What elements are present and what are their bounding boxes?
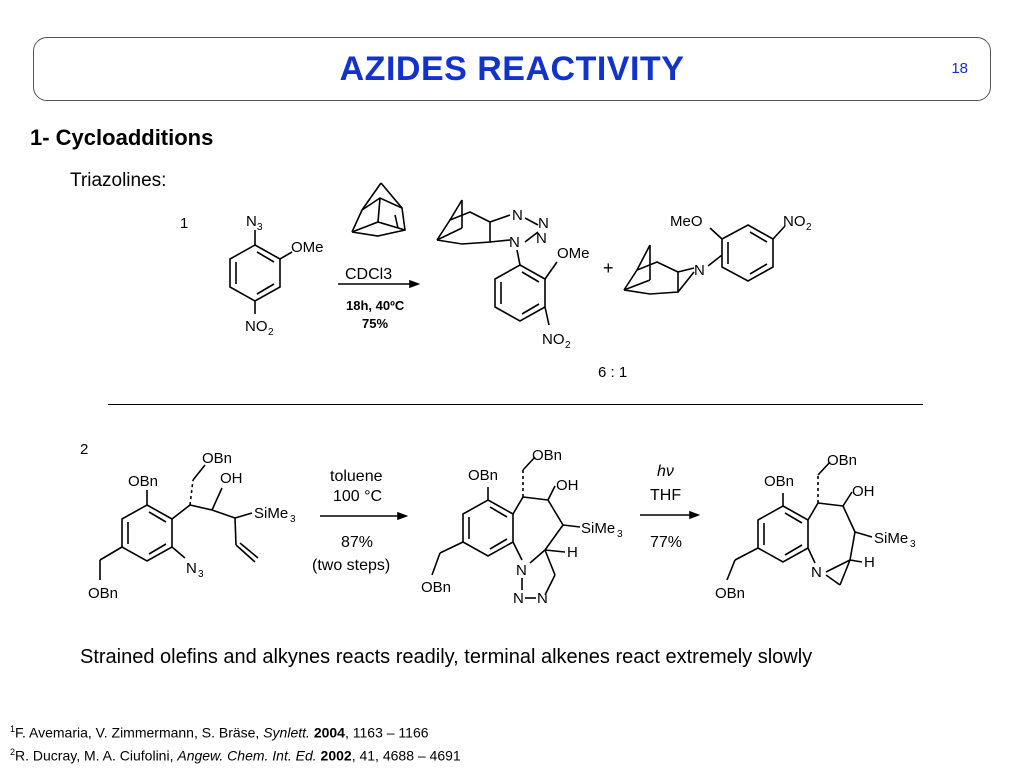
references: 1F. Avemaria, V. Zimmermann, S. Bräse, S… [10, 720, 461, 765]
reaction2-aziridine-product: OBn OBn OBn OH SiMe 3 H N [715, 452, 916, 602]
svg-text:N: N [516, 562, 527, 579]
svg-text:OBn: OBn [128, 473, 158, 490]
arrow-reaction2-step2 [640, 510, 701, 520]
svg-text:OBn: OBn [468, 467, 498, 484]
svg-text:3: 3 [290, 514, 296, 525]
svg-text:2: 2 [268, 327, 274, 338]
svg-text:OMe: OMe [291, 239, 324, 256]
svg-text:N: N [509, 234, 520, 251]
arrow-reaction2-step1 [320, 511, 409, 521]
reference-2-number: 2 [10, 746, 16, 757]
reactant-azido-arene: N 3 OMe NO 2 [229, 213, 324, 338]
svg-text:3: 3 [257, 222, 263, 233]
svg-text:2: 2 [806, 222, 812, 233]
reaction1-conditions: 18h, 40ºC [346, 298, 405, 313]
svg-text:N: N [537, 590, 548, 607]
reaction1-solvent: CDCl3 [345, 266, 392, 283]
svg-text:SiMe: SiMe [254, 505, 288, 522]
svg-text:N: N [246, 213, 257, 230]
step1-yield: 87% [341, 534, 373, 551]
svg-text:N: N [694, 262, 705, 279]
svg-text:N: N [811, 564, 822, 581]
title-box: AZIDES REACTIVITY 18 [33, 37, 991, 101]
slide-title: AZIDES REACTIVITY [339, 50, 685, 88]
svg-text:NO: NO [245, 318, 268, 335]
reference-1-authors: F. Avemaria, V. Zimmermann, S. Bräse, [15, 724, 264, 741]
svg-text:N: N [538, 215, 549, 232]
svg-text:OH: OH [220, 470, 243, 487]
plus-sign: + [603, 258, 614, 278]
svg-text:3: 3 [910, 539, 916, 550]
svg-text:N: N [536, 230, 547, 247]
svg-text:OH: OH [852, 483, 875, 500]
reference-1-year: 2004 [313, 724, 345, 741]
reference-2-journal: Angew. Chem. Int. Ed. [177, 747, 317, 764]
svg-text:SiMe: SiMe [874, 530, 908, 547]
subheading: Triazolines: [70, 170, 167, 191]
svg-text:OBn: OBn [764, 473, 794, 490]
svg-text:OBn: OBn [88, 585, 118, 602]
reference-2-authors: R. Ducray, M. A. Ciufolini, [15, 747, 178, 764]
svg-text:OBn: OBn [827, 452, 857, 469]
reaction1-yield: 75% [362, 316, 388, 331]
product-ratio: 6 : 1 [598, 364, 627, 381]
svg-text:N: N [512, 207, 523, 224]
svg-text:OBn: OBn [715, 585, 745, 602]
triazoline-product: N N N N OMe NO 2 [436, 199, 590, 351]
section-heading: 1- Cycloadditions [30, 125, 214, 150]
svg-text:OH: OH [556, 477, 579, 494]
svg-text:SiMe: SiMe [581, 520, 615, 537]
svg-text:3: 3 [617, 529, 623, 540]
reference-1: 1F. Avemaria, V. Zimmermann, S. Bräse, S… [10, 720, 461, 743]
svg-text:MeO: MeO [670, 213, 703, 230]
arrow-reaction1 [338, 279, 421, 289]
reference-2-pages: , 41, 4688 – 4691 [351, 747, 461, 764]
reference-1-number: 1 [10, 724, 16, 734]
reference-2-year: 2002 [320, 747, 352, 764]
svg-text:NO: NO [783, 213, 806, 230]
svg-text:N: N [513, 590, 524, 607]
reaction2-triazoline-intermediate: OBn OBn OBn OH SiMe 3 H N N N [421, 447, 623, 607]
step1-note: (two steps) [312, 557, 390, 574]
reaction2-number: 2 [80, 441, 89, 458]
page-number: 18 [951, 60, 968, 77]
reaction1-number: 1 [180, 215, 189, 232]
scheme-divider [108, 404, 923, 405]
svg-text:OMe: OMe [557, 245, 590, 262]
svg-text:H: H [567, 544, 578, 561]
aziridine-product: N MeO NO 2 [623, 213, 812, 295]
step1-solvent: toluene [330, 468, 383, 485]
svg-text:N: N [186, 560, 197, 577]
svg-text:OBn: OBn [421, 579, 451, 596]
step1-temperature: 100 °C [333, 488, 382, 505]
svg-text:3: 3 [198, 569, 204, 580]
step2-solvent: THF [650, 487, 681, 504]
svg-text:OBn: OBn [202, 450, 232, 467]
reference-1-pages: , 1163 – 1166 [344, 724, 429, 741]
step2-light: hν [657, 463, 674, 480]
svg-text:H: H [864, 554, 875, 571]
svg-text:2: 2 [565, 340, 571, 351]
norbornene [351, 182, 406, 237]
svg-text:OBn: OBn [532, 447, 562, 464]
step2-yield: 77% [650, 534, 682, 551]
reference-1-journal: Synlett. [263, 724, 310, 741]
svg-text:NO: NO [542, 331, 565, 348]
conclusion-text: Strained olefins and alkynes reacts read… [80, 646, 813, 668]
reference-2: 2R. Ducray, M. A. Ciufolini, Angew. Chem… [10, 743, 461, 766]
reaction2-starting-material: OBn N 3 OBn OBn OH SiMe 3 [88, 450, 296, 602]
